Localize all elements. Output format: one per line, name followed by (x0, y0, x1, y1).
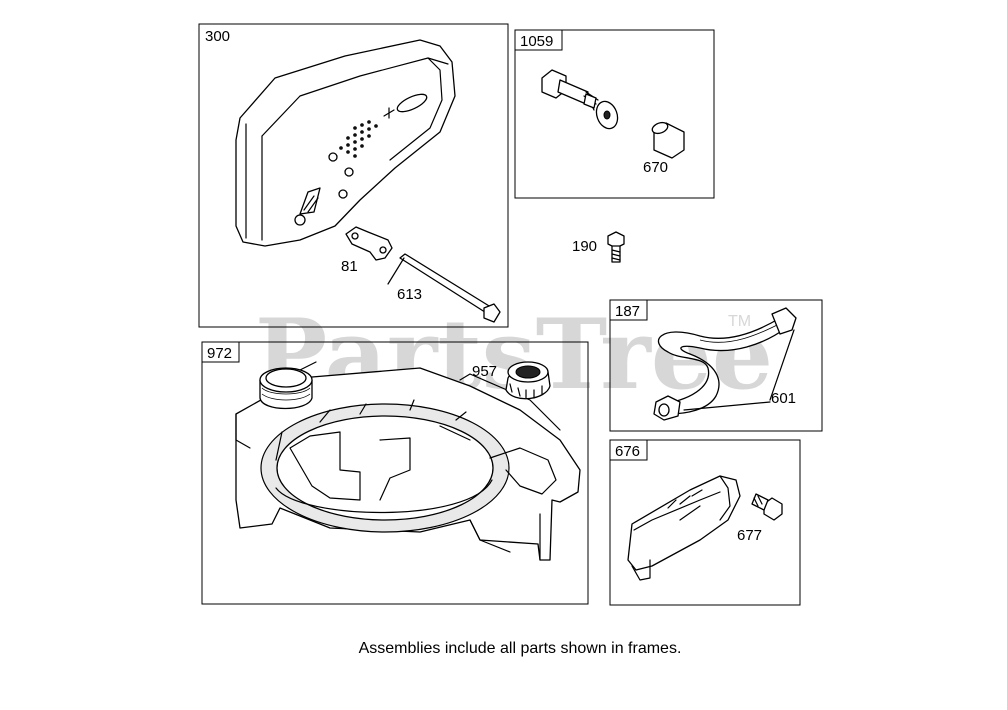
assemblies-caption: Assemblies include all parts shown in fr… (358, 640, 682, 657)
watermark-trademark: TM (728, 313, 751, 330)
fuel-filler-neck[interactable] (259, 367, 313, 410)
frame-1059-border (514, 29, 715, 199)
frame-1059-label: 1059 (520, 33, 553, 50)
part-613-stud[interactable]: 613 (387, 253, 501, 323)
frame-187-label-box (609, 299, 648, 321)
shoulder-bolt[interactable] (541, 69, 599, 111)
part-601-leader-upper (769, 329, 795, 401)
part-957-label: 957 (472, 363, 497, 380)
part-190-screw[interactable]: 190 (572, 231, 625, 263)
frame-676[interactable]: 676 677 (609, 439, 801, 606)
part-670-spacer[interactable]: 670 (643, 121, 685, 176)
part-677-screw[interactable]: 677 (737, 493, 783, 544)
frame-187-label: 187 (615, 303, 640, 320)
frame-1059-label-box (514, 29, 563, 51)
part-190-label: 190 (572, 238, 597, 255)
frame-972-label: 972 (207, 345, 232, 362)
frame-187[interactable]: 187 601 (609, 299, 823, 432)
frame-972[interactable]: 972 957 (201, 341, 589, 605)
part-613-label: 613 (397, 286, 422, 303)
shield-bracket[interactable] (627, 475, 741, 581)
breather-tube[interactable] (653, 307, 797, 421)
part-601-leader-lower (683, 401, 771, 411)
frame-187-border (609, 299, 823, 432)
part-81-gasket[interactable]: 81 (341, 226, 393, 275)
frame-676-label: 676 (615, 443, 640, 460)
frame-676-label-box (609, 439, 648, 461)
frame-300-border (198, 23, 509, 328)
frame-1059[interactable]: 1059 670 (514, 29, 715, 199)
part-677-label: 677 (737, 527, 762, 544)
fuel-tank-part[interactable] (235, 361, 581, 561)
part-670-label: 670 (643, 159, 668, 176)
part-957-fuel-cap[interactable]: 957 (472, 361, 551, 400)
washer[interactable] (593, 98, 621, 131)
part-81-label: 81 (341, 258, 358, 275)
frame-300-label: 300 (205, 28, 230, 45)
frame-676-border (609, 439, 801, 606)
frame-972-border (201, 341, 589, 605)
frame-300[interactable]: 300 (198, 23, 509, 328)
frame-972-label-box (201, 341, 240, 363)
part-601-label: 601 (771, 390, 796, 407)
muffler-part[interactable] (235, 39, 456, 247)
muffler-vent-holes (339, 120, 378, 158)
